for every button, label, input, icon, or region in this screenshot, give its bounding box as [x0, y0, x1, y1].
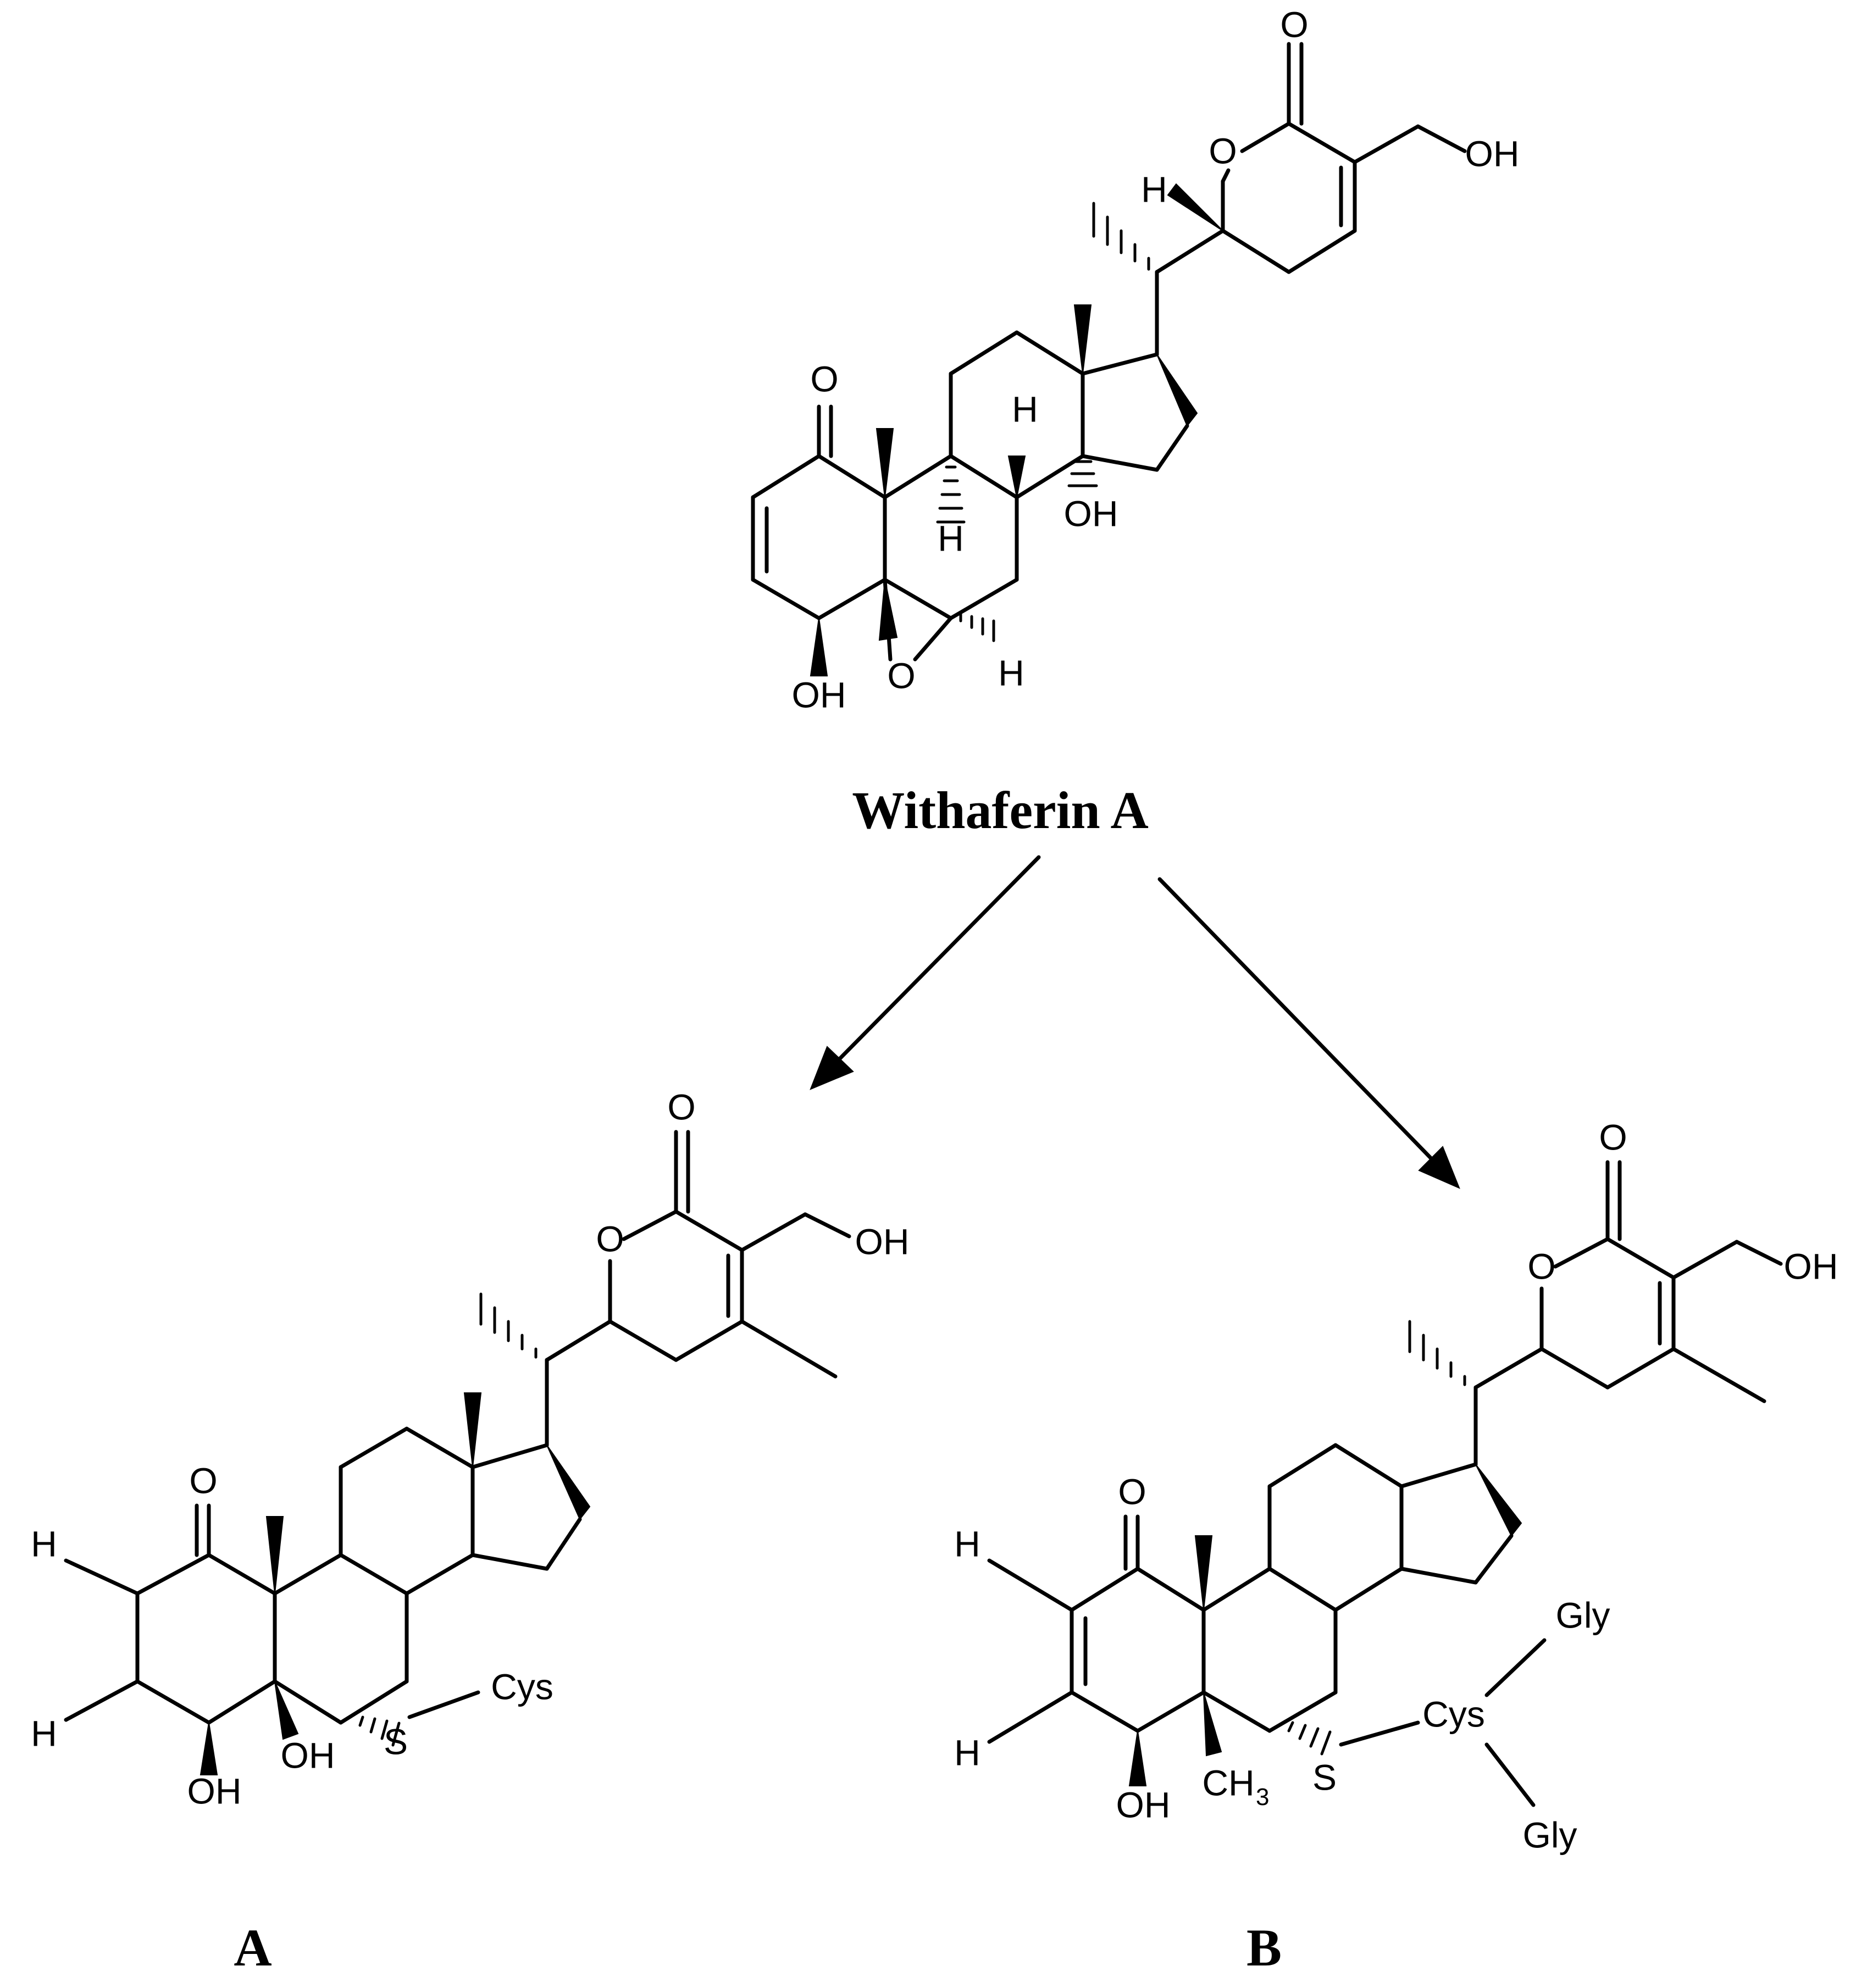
atom-label: O: [1599, 1117, 1627, 1157]
atom-label: O: [810, 358, 838, 399]
product-a-label: A: [234, 1918, 272, 1977]
atom-label: Gly: [1556, 1595, 1610, 1635]
withaferin-a-structure: O OH O H H H OH O O OH H: [751, 4, 1520, 715]
atom-label: Cys: [491, 1666, 553, 1707]
atom-label: OH: [855, 1221, 910, 1262]
atom-label: OH: [1116, 1784, 1171, 1825]
atom-label: H: [954, 1523, 980, 1564]
atom-label: Cys: [1422, 1693, 1485, 1734]
atom-label: S: [384, 1721, 408, 1762]
atom-label: O: [1280, 4, 1308, 45]
atom-label: H: [31, 1523, 57, 1564]
atom-label: H: [938, 518, 964, 558]
product-a-structure: O H H OH OH S Cys O O OH: [31, 1086, 909, 1811]
product-b-label: B: [1246, 1918, 1282, 1977]
atom-label: O: [1118, 1471, 1146, 1512]
atom-label: OH: [281, 1735, 335, 1775]
atom-label: OH: [1064, 493, 1118, 534]
atom-label: H: [1012, 388, 1038, 429]
atom-label: OH: [187, 1770, 242, 1811]
reaction-arrow-to-b: [1157, 877, 1460, 1189]
reaction-arrow-to-a: [810, 855, 1041, 1090]
product-b-structure: O H H OH CH 3 S Cys Gly Gly O O OH: [954, 1117, 1838, 1855]
atom-label: O: [1209, 130, 1237, 171]
atom-label: OH: [1465, 133, 1520, 174]
svg-text:3: 3: [1256, 1784, 1269, 1811]
atom-label: H: [954, 1732, 980, 1773]
atom-label: H: [998, 652, 1024, 693]
atom-label: OH: [1784, 1246, 1838, 1286]
atom-label: O: [189, 1460, 217, 1501]
atom-label: H: [31, 1713, 57, 1753]
atom-label: Gly: [1523, 1814, 1577, 1855]
svg-text:CH: CH: [1202, 1762, 1254, 1803]
atom-label: O: [887, 655, 915, 696]
methyl-label: CH 3: [1202, 1762, 1269, 1811]
atom-label: O: [1527, 1246, 1555, 1286]
atom-label: S: [1312, 1757, 1337, 1797]
atom-label: H: [1141, 169, 1167, 209]
atom-label: O: [596, 1218, 624, 1259]
atom-label: O: [667, 1086, 695, 1127]
compound-title: Withaferin A: [852, 781, 1149, 840]
atom-label: OH: [792, 674, 846, 715]
